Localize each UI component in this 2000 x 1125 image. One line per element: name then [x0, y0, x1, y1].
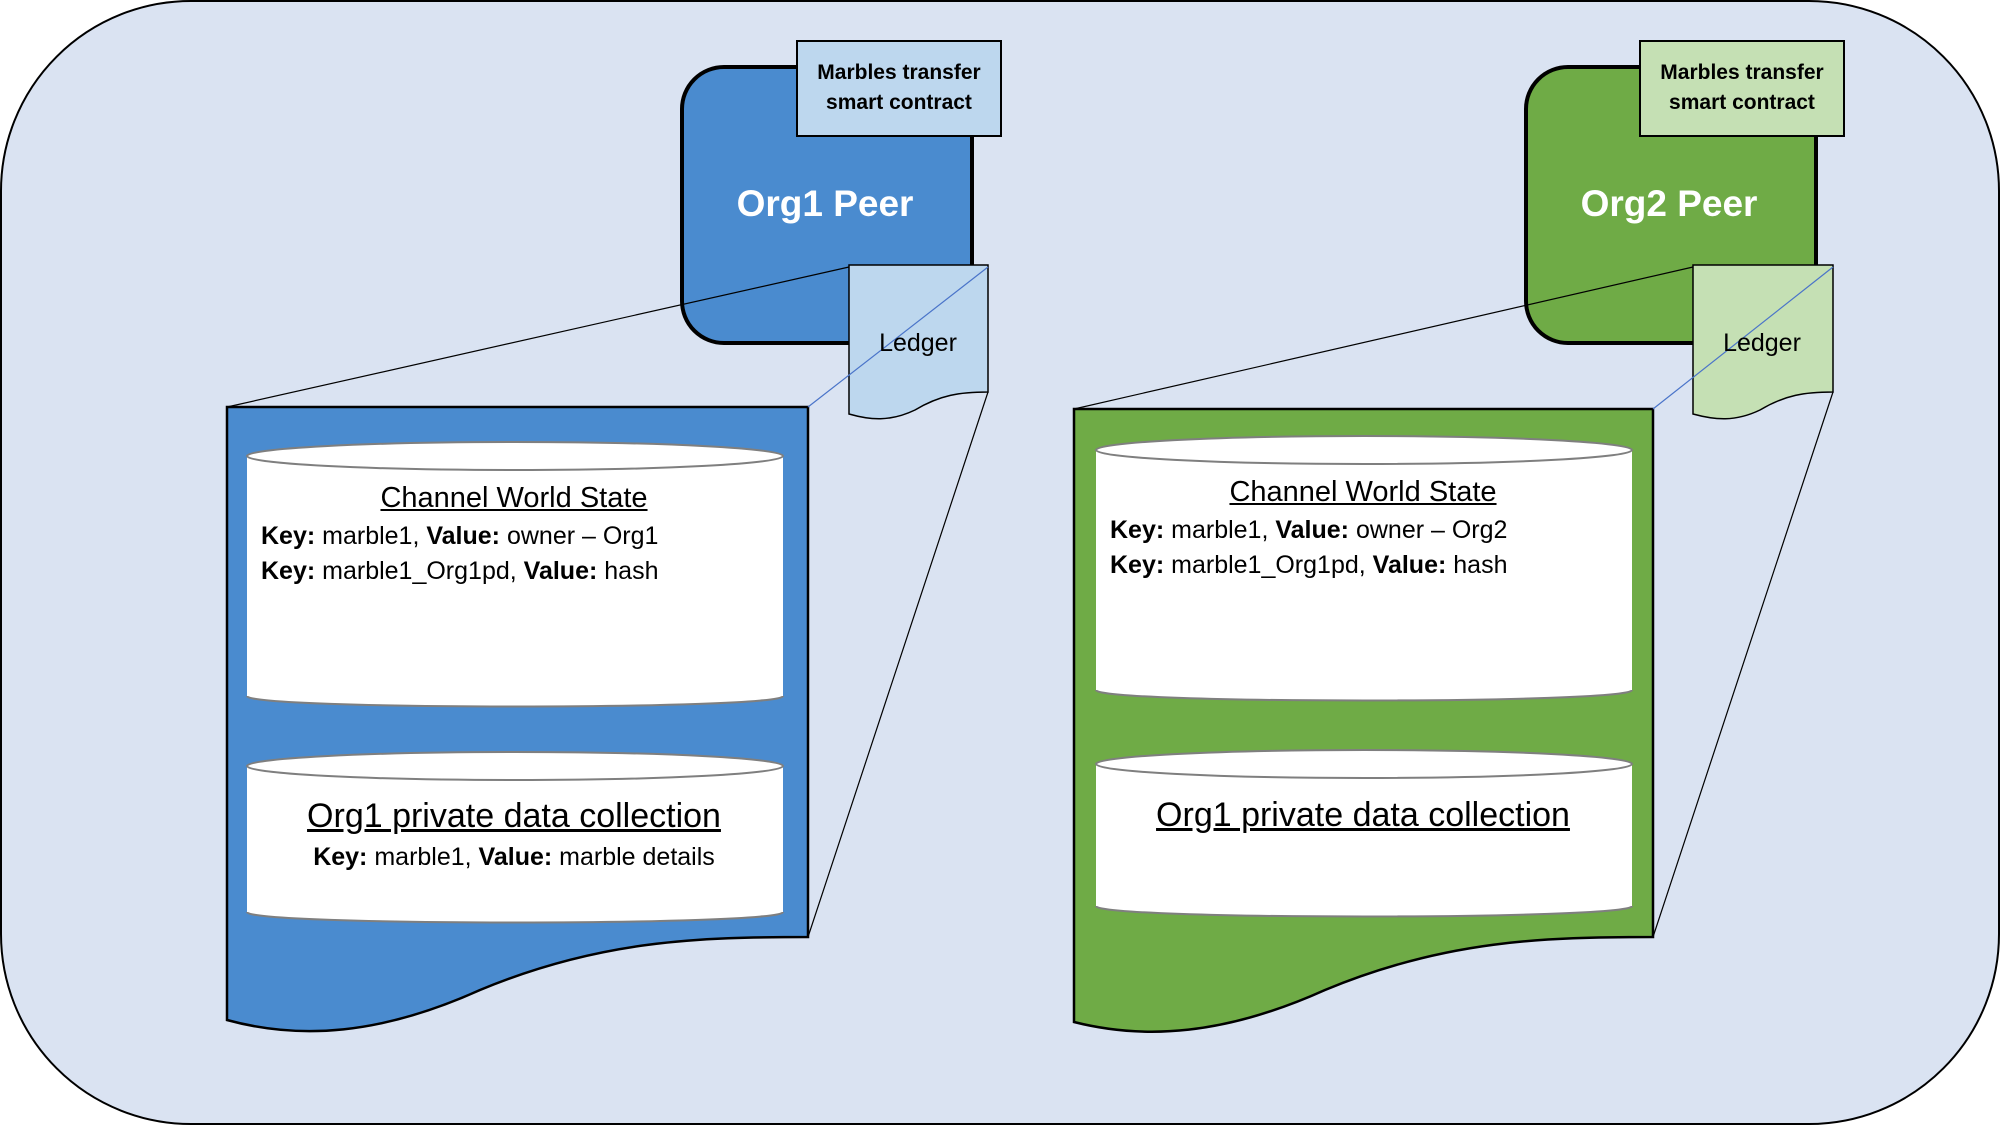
org2-world-state-title: Channel World State [1229, 476, 1497, 508]
org2-zoom-line [1652, 266, 1834, 410]
org2-zoom-line [1073, 266, 1694, 410]
org2-contract-label: Marbles transfer smart contract [1660, 58, 1823, 118]
org2-world-state-rows: Key: marble1, Value: owner – Org2 Key: m… [1110, 513, 1507, 583]
org2-contract-box [1639, 40, 1845, 137]
org1-private-data-cylinder [246, 751, 784, 924]
org2-world-state-cylinder [1095, 435, 1633, 702]
org1-zoom-line [807, 391, 989, 938]
org1-contract-line2: smart contract [826, 91, 972, 114]
kv-row: Key: marble1, Value: owner – Org2 [1110, 516, 1508, 544]
kv-row: Key: marble1_Org1pd, Value: hash [261, 557, 659, 585]
org1-private-data-title: Org1 private data collection [307, 797, 721, 835]
org1-ledger-icon [848, 264, 989, 420]
org1-world-state-cylinder [246, 441, 784, 708]
org1-contract-label: Marbles transfer smart contract [817, 58, 980, 118]
org2-zoom-line [1652, 391, 1834, 938]
org2-contract-line2: smart contract [1669, 91, 1815, 114]
org1-ledger-label: Ledger [879, 329, 957, 357]
org2-ledger-icon [1692, 264, 1834, 420]
org1-contract-box [796, 40, 1002, 137]
org1-private-data-rows: Key: marble1, Value: marble details [313, 840, 715, 875]
org2-contract-line1: Marbles transfer [1660, 61, 1824, 84]
org2-private-data-cylinder [1095, 749, 1633, 918]
kv-row: Key: marble1, Value: owner – Org1 [261, 522, 659, 550]
org1-zoom-line [226, 266, 850, 408]
org1-contract-line1: Marbles transfer [817, 61, 981, 84]
org1-world-state-rows: Key: marble1, Value: owner – Org1 Key: m… [261, 519, 658, 589]
kv-row: Key: marble1_Org1pd, Value: hash [1110, 551, 1508, 579]
kv-row: Key: marble1, Value: marble details [313, 843, 715, 871]
org2-peer-title: Org2 Peer [1580, 183, 1758, 224]
org2-private-data-title: Org1 private data collection [1156, 796, 1570, 834]
org1-world-state-title: Channel World State [380, 482, 648, 514]
org2-ledger-label: Ledger [1723, 329, 1801, 357]
org1-zoom-line [807, 266, 989, 408]
org1-peer-title: Org1 Peer [736, 183, 914, 224]
